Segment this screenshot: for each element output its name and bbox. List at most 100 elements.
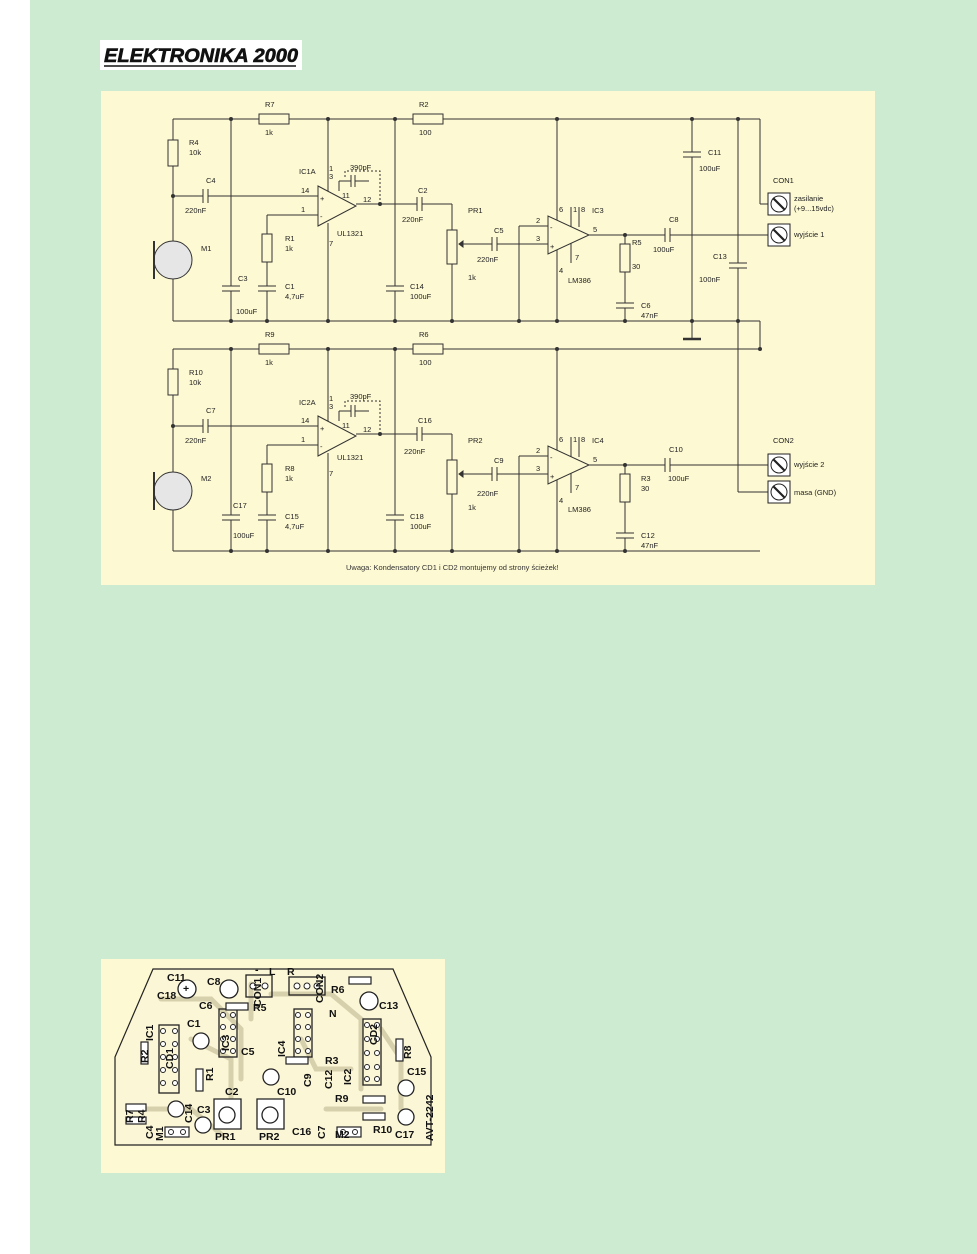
pin-4-ic3: 4 [559, 266, 563, 275]
pin-2-ic4: 2 [536, 446, 540, 455]
label-r9: R9 [265, 330, 275, 339]
pcb-label-plus: + [183, 983, 189, 995]
svg-text:+: + [320, 194, 325, 203]
pin-3-ic3: 3 [536, 234, 540, 243]
pcb-label-con1: CON1 [252, 978, 264, 1007]
label-ic3-chip: LM386 [568, 276, 591, 285]
pin-7-ic1: 7 [329, 239, 333, 248]
pin-14-ic2: 14 [301, 416, 309, 425]
label-c2: C2 [418, 186, 428, 195]
label-r2: R2 [419, 100, 429, 109]
label-r2-value: 100 [419, 128, 432, 137]
pcb-label-c13: C13 [379, 1000, 398, 1012]
label-c2-value: 220nF [402, 215, 424, 224]
pcb-label-c11: C11 [167, 972, 186, 984]
label-c17-value: 100uF [233, 531, 255, 540]
pcb-label-c3: C3 [197, 1104, 211, 1116]
pcb-svg: C11 C8 R6 C18 C6 R5 C13 C1 N C5 R3 C2 C1… [114, 964, 436, 1146]
label-c6: C6 [641, 301, 651, 310]
label-c15-value: 4,7uF [285, 522, 305, 531]
svg-text:+: + [320, 424, 325, 433]
con2-terminal-gnd [766, 479, 792, 505]
pin-3-ic4: 3 [536, 464, 540, 473]
pcb-label-m2: M2 [335, 1129, 350, 1141]
pin-1-ic2: 1 [301, 435, 305, 444]
label-ic4-chip: LM386 [568, 505, 591, 514]
pcb-label-c10: C10 [277, 1086, 296, 1098]
label-c15: C15 [285, 512, 299, 521]
label-c10-value: 100uF [668, 474, 690, 483]
schematic-svg: +- -+ +- -+ R7 1k R2 100 R4 10k C4 220nF… [153, 100, 837, 572]
label-c4-value: 220nF [185, 206, 207, 215]
pin-1-ic3: 1 [573, 205, 577, 214]
label-r5-value: 30 [632, 262, 640, 271]
label-c4: C4 [206, 176, 216, 185]
svg-text:-: - [320, 442, 323, 451]
pin-7-ic3: 7 [575, 253, 579, 262]
label-c10: C10 [669, 445, 683, 454]
pin-5-ic3: 5 [593, 225, 597, 234]
pcb-label-c8: C8 [207, 976, 221, 988]
label-pr2-value: 1k [468, 503, 476, 512]
label-r8-value: 1k [285, 474, 293, 483]
label-pr2: PR2 [468, 436, 483, 445]
label-c6-value: 47nF [641, 311, 659, 320]
label-c7: C7 [206, 406, 216, 415]
pcb-label-r: R [287, 966, 295, 978]
pcb-code: AVT-2242 [424, 1094, 436, 1141]
pcb-label-c15: C15 [407, 1066, 426, 1078]
schematic-diagram: +- -+ +- -+ R7 1k R2 100 R4 10k C4 220nF… [101, 91, 875, 585]
label-pr1-value: 1k [468, 273, 476, 282]
pcb-label-pr1: PR1 [215, 1131, 236, 1143]
pcb-label-ic1: IC1 [144, 1025, 156, 1042]
label-r10: R10 [189, 368, 203, 377]
pcb-label-cd1: CD1 [164, 1048, 176, 1069]
label-r10-value: 10k [189, 378, 201, 387]
pcb-label-r5: R5 [253, 1002, 267, 1014]
pin-13-ic1-b: 3 [329, 172, 333, 181]
pin-7-ic2: 7 [329, 469, 333, 478]
pin-11-ic2: 11 [342, 421, 350, 430]
pin-8-ic4: 8 [581, 435, 585, 444]
label-r8: R8 [285, 464, 295, 473]
pcb-label-ic3: IC3 [220, 1035, 232, 1052]
label-c7-value: 220nF [185, 436, 207, 445]
pin-2-ic3: 2 [536, 216, 540, 225]
pcb-label-minus: - [255, 964, 259, 976]
label-c16: C16 [418, 416, 432, 425]
label-c17: C17 [233, 501, 247, 510]
label-r9-value: 1k [265, 358, 273, 367]
svg-text:-: - [550, 223, 553, 232]
assembly-note: Uwaga: Kondensatory CD1 i CD2 montujemy … [346, 563, 559, 572]
label-390pf-1: 390pF [350, 163, 372, 172]
label-c8: C8 [669, 215, 679, 224]
pin-8-ic3: 8 [581, 205, 585, 214]
pcb-label-c2: C2 [225, 1086, 239, 1098]
label-supply-range: (+9...15vdc) [794, 204, 834, 213]
svg-text:+: + [550, 242, 555, 251]
pcb-label-r8: R8 [402, 1045, 414, 1059]
pcb-label-c12: C12 [323, 1070, 335, 1089]
pin-7-ic4: 7 [575, 483, 579, 492]
pcb-label-r7: R7 [124, 1109, 136, 1123]
pcb-label-r6: R6 [331, 984, 345, 996]
pcb-layout: C11 C8 R6 C18 C6 R5 C13 C1 N C5 R3 C2 C1… [101, 959, 445, 1173]
pcb-label-r9: R9 [335, 1093, 349, 1105]
label-m1: M1 [201, 244, 211, 253]
label-c3-value: 100uF [236, 307, 258, 316]
label-ic4: IC4 [592, 436, 604, 445]
pin-12-ic1: 12 [363, 195, 371, 204]
label-pr1: PR1 [468, 206, 483, 215]
pin-14-ic1: 14 [301, 186, 309, 195]
pcb-label-c5: C5 [241, 1046, 255, 1058]
label-c9: C9 [494, 456, 504, 465]
pin-4-ic4: 4 [559, 496, 563, 505]
label-ground: masa (GND) [794, 488, 837, 497]
pcb-label-r2: R2 [139, 1049, 151, 1063]
microphone-m2 [153, 471, 193, 511]
label-c1: C1 [285, 282, 295, 291]
label-c14-value: 100uF [410, 292, 432, 301]
label-c12: C12 [641, 531, 655, 540]
pin-5-ic4: 5 [593, 455, 597, 464]
pcb-label-cd2: CD2 [368, 1024, 380, 1045]
